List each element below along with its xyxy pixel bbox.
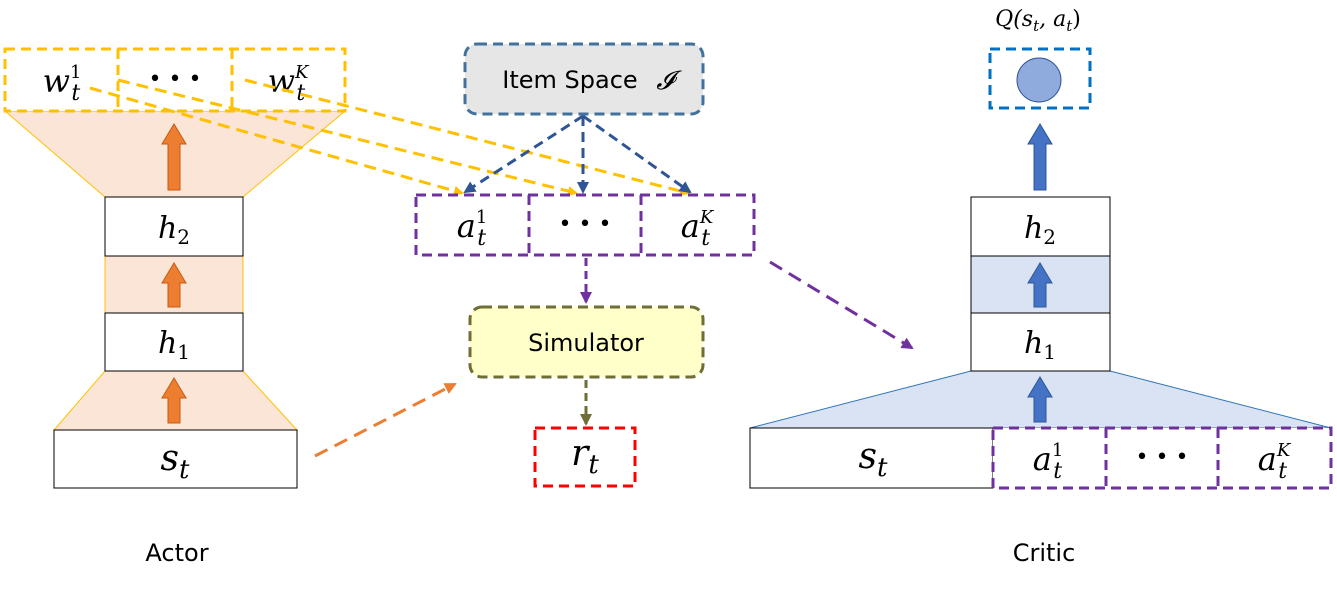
critic-label: Critic bbox=[1013, 539, 1076, 567]
critic-up-arrow-3 bbox=[1027, 123, 1053, 191]
actor-state-label: st bbox=[161, 438, 190, 485]
item-to-action-arrows bbox=[463, 114, 692, 194]
actor-label: Actor bbox=[145, 539, 208, 567]
weight-dots: • • • bbox=[149, 67, 202, 92]
critic-h2-box bbox=[970, 196, 1111, 257]
actor-h2-box bbox=[104, 196, 244, 257]
critic-state-label: st bbox=[859, 436, 888, 483]
actor-h2-label: h2 bbox=[158, 211, 190, 249]
q-value-output bbox=[988, 47, 1092, 110]
state-to-simulator-arrow bbox=[314, 382, 457, 458]
q-value-node bbox=[1016, 57, 1062, 103]
actor-up-arrow-3 bbox=[161, 123, 187, 191]
simulator: Simulator bbox=[468, 305, 705, 379]
actor-up-arrow-2 bbox=[161, 262, 187, 308]
actor-state-box bbox=[53, 429, 298, 489]
weight-to-action-arrows bbox=[89, 78, 690, 196]
critic-action-dots: • • • bbox=[1136, 445, 1189, 470]
reward-label: rt bbox=[571, 433, 599, 480]
critic-h2-label: h2 bbox=[1024, 211, 1056, 249]
action-to-critic-arrow bbox=[769, 260, 914, 350]
reward: rt bbox=[533, 426, 637, 488]
critic-up-arrow-1 bbox=[1027, 376, 1053, 423]
actor-up-arrow-1 bbox=[161, 377, 187, 424]
q-value-label: Q(st, at) bbox=[995, 7, 1081, 35]
actor-h1-box bbox=[104, 312, 244, 372]
critic-state-box bbox=[749, 427, 994, 489]
critic-up-arrow-2 bbox=[1027, 262, 1053, 308]
item-space-label: Item Space bbox=[502, 66, 637, 94]
critic-h1-label: h1 bbox=[1024, 326, 1056, 364]
action-dots: • • • bbox=[559, 212, 612, 237]
actor-h1-label: h1 bbox=[158, 326, 190, 364]
item-space: Item Space 𝓘 bbox=[463, 42, 705, 116]
critic-h1-box bbox=[970, 312, 1111, 372]
simulator-label: Simulator bbox=[528, 329, 644, 357]
